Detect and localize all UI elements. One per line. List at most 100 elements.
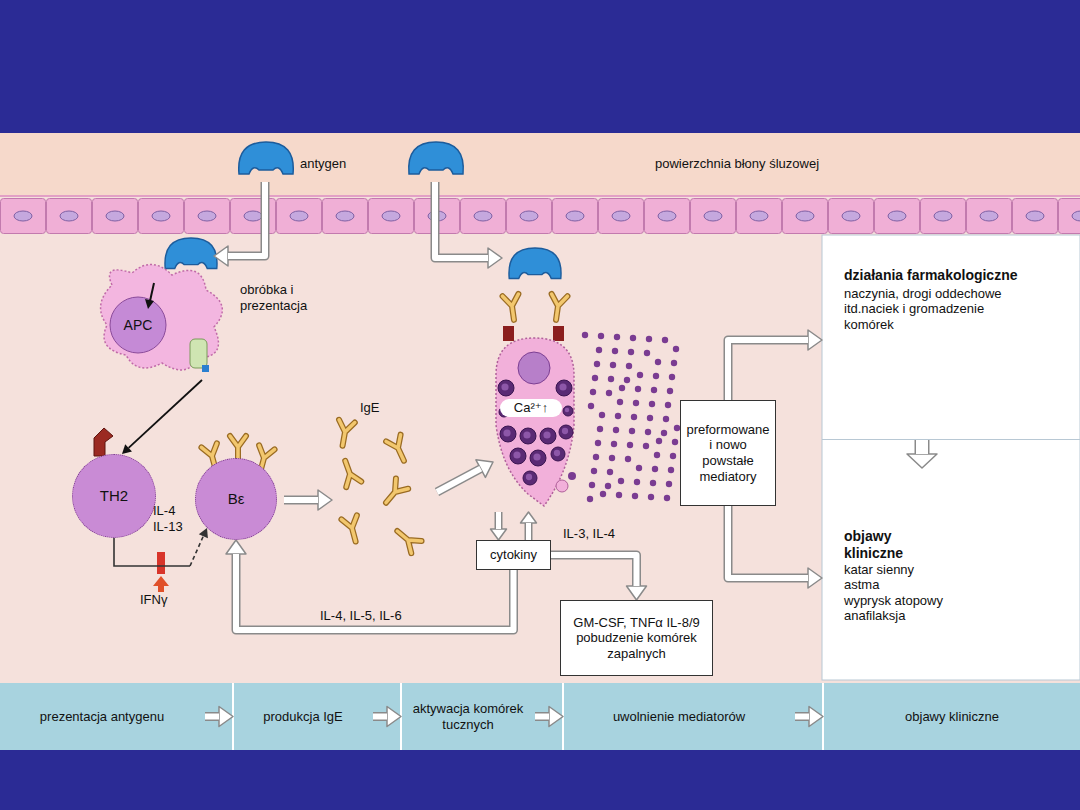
- connector-arrow: [728, 506, 822, 588]
- ifn-arrow: [153, 576, 169, 592]
- band-dividers: [233, 683, 823, 750]
- connector-arrow: [728, 330, 822, 400]
- mediator-dot: [610, 362, 616, 368]
- mediator-dot: [599, 412, 605, 418]
- arrow-shaft: [728, 506, 808, 578]
- mediator-dot: [594, 361, 600, 367]
- node-title: Ca²⁺↑: [500, 399, 562, 417]
- symptoms-panel: objawy klinicznekatar siennyastmawyprysk…: [822, 468, 1080, 680]
- ige-antibody: [341, 515, 363, 543]
- mediator-dot: [596, 347, 602, 353]
- mediator-dot: [616, 492, 622, 498]
- mediator-dot: [644, 350, 650, 356]
- mediator-dot: [582, 332, 588, 338]
- mediator-dot: [617, 399, 623, 405]
- mediator-dot: [627, 442, 633, 448]
- connector-arrow: [521, 512, 537, 540]
- mediator-dot: [653, 373, 659, 379]
- mediator-dot: [650, 480, 656, 486]
- processing-arrow: [150, 283, 154, 301]
- mediator-box: preformowane i nowo powstałe mediatory: [680, 400, 776, 506]
- mediator-dot: [589, 482, 595, 488]
- shape-part: [380, 478, 408, 507]
- connector-arrow: [226, 540, 514, 630]
- connector-arrow: [795, 707, 823, 727]
- fc-receptor: [503, 326, 514, 341]
- arrow-shaft: [435, 182, 488, 258]
- node-title: Bε: [228, 490, 245, 508]
- node-title: objawy kliniczne: [844, 528, 924, 562]
- step-cell: uwolnienie mediatorów: [564, 683, 794, 750]
- arrow-head: [907, 454, 937, 468]
- node-title: APC: [116, 317, 160, 334]
- arrow-shaft: [535, 714, 549, 720]
- mast-cell: Ca²⁺↑: [478, 250, 588, 512]
- shape-part: [548, 294, 567, 321]
- mucosa-surface: [0, 133, 1080, 196]
- node-title: TH2: [100, 487, 128, 505]
- degranulation-vesicle: [556, 480, 568, 492]
- mediator-dot: [645, 429, 651, 435]
- arrow-head: [122, 444, 132, 454]
- node-text: anafilaksja: [844, 608, 1044, 624]
- flow-arrows: [214, 182, 502, 510]
- mediator-dot: [664, 495, 670, 501]
- shape-part: [503, 294, 522, 321]
- node-text: katar sienny: [844, 562, 1044, 578]
- ige-antibody: [386, 435, 411, 464]
- mediator-dot: [643, 443, 649, 449]
- arrow-outline: [535, 712, 549, 721]
- granule: [556, 380, 572, 396]
- arrow-outline: [551, 555, 637, 586]
- diagram-label: obróbka i prezentacja: [240, 282, 340, 313]
- arrow-head: [808, 568, 822, 588]
- shape-part: [548, 294, 567, 321]
- diagram-label: IL-13: [153, 519, 183, 535]
- arrow-shaft: [496, 512, 501, 529]
- granule: [520, 428, 536, 444]
- shape-part: [392, 525, 421, 553]
- mediator-dot: [649, 401, 655, 407]
- antigen: [409, 142, 464, 174]
- granule: [568, 472, 576, 480]
- mediator-dot: [624, 377, 630, 383]
- mediator-dot: [619, 385, 625, 391]
- granule: [563, 406, 573, 416]
- mast-cell-outline: [478, 250, 588, 512]
- mucosa-line: [0, 195, 1080, 197]
- ige-antibody: [392, 525, 421, 553]
- granule-core: [565, 408, 570, 413]
- arrow-outline: [228, 182, 265, 256]
- mast-membrane: [496, 338, 574, 506]
- connector-arrow: [535, 707, 563, 727]
- arrow-outline: [915, 440, 930, 454]
- antigen-uptake-arrow: [214, 182, 265, 266]
- connector-arrow: [122, 380, 202, 454]
- mediator-dot: [666, 481, 672, 487]
- arrow-outline: [236, 554, 514, 630]
- th2-cell: TH2: [72, 454, 156, 538]
- arrow-shaft: [526, 523, 531, 540]
- arrow-outline: [495, 512, 503, 529]
- mediator-dot: [595, 440, 601, 446]
- granule-core: [554, 450, 560, 456]
- mediator-dot: [628, 349, 634, 355]
- node-title: uwolnienie mediatorów: [613, 709, 745, 725]
- b-cell: Bε: [195, 458, 277, 540]
- pharmacology-panel: działania farmakologicznenaczynia, drogi…: [822, 235, 1080, 440]
- mediator-dot: [663, 416, 669, 422]
- arrow-head: [226, 540, 246, 554]
- arrow-head: [488, 248, 502, 268]
- granule-core: [503, 429, 510, 436]
- apc-nucleus: [110, 297, 166, 353]
- mediator-dot: [647, 415, 653, 421]
- mast-nucleus: [518, 352, 550, 384]
- shape-part: [338, 458, 362, 487]
- arrow-head: [214, 246, 228, 266]
- granule-core: [543, 431, 550, 438]
- ige-antibody: [503, 294, 522, 321]
- arrow-head: [808, 330, 822, 350]
- mediator-dot: [607, 469, 613, 475]
